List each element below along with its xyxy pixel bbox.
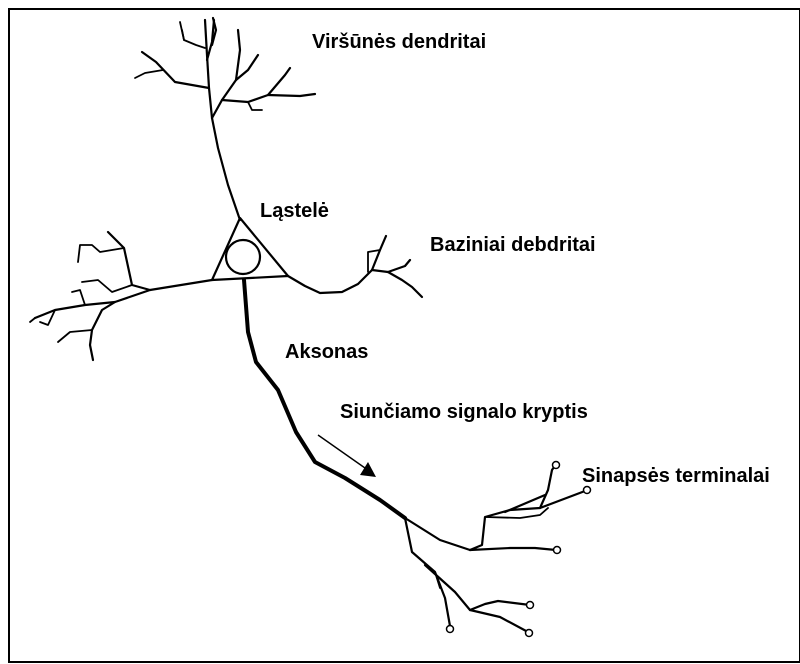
nucleus bbox=[226, 240, 260, 274]
label-basal-dendrites: Baziniai debdritai bbox=[430, 234, 596, 256]
label-axon: Aksonas bbox=[285, 341, 368, 363]
label-cell-body: Ląstelė bbox=[260, 200, 329, 222]
diagram-border bbox=[9, 9, 800, 662]
label-apical-dendrites: Viršūnės dendritai bbox=[312, 31, 486, 53]
label-signal-direction: Siunčiamo signalo kryptis bbox=[340, 401, 588, 423]
label-synaptic-terminals: Sinapsės terminalai bbox=[582, 465, 770, 487]
